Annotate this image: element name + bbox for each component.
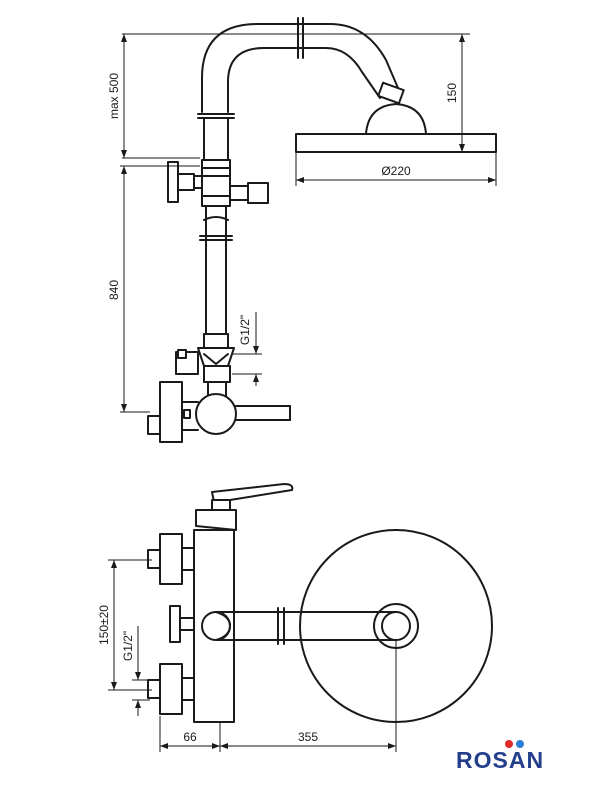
dim-center-distance: 150±20 bbox=[97, 559, 152, 691]
brand-logo: ROSAN bbox=[456, 740, 544, 773]
connection-valve bbox=[175, 347, 235, 397]
middle-knob bbox=[169, 605, 195, 643]
dim-max-height: max 500 bbox=[107, 33, 470, 159]
label-head-diameter: Ø220 bbox=[381, 164, 411, 178]
label-max-height: max 500 bbox=[107, 73, 121, 119]
dim-head-drop: 150 bbox=[440, 34, 496, 153]
mixer-body-side bbox=[147, 381, 291, 443]
dim-column-height: 840 bbox=[107, 165, 200, 413]
side-elevation-view: max 500 840 150 Ø220 bbox=[107, 17, 497, 443]
label-wall-offset: 66 bbox=[183, 730, 197, 744]
dim-thread-bottom: G1/2" bbox=[121, 626, 150, 716]
brand-name: ROSAN bbox=[456, 747, 544, 773]
riser-upper bbox=[197, 113, 235, 161]
label-arm-reach: 355 bbox=[298, 730, 318, 744]
label-head-drop: 150 bbox=[445, 83, 459, 103]
label-column-height: 840 bbox=[107, 280, 121, 300]
shower-head-side bbox=[295, 81, 497, 153]
dim-thread-top: G1/2" bbox=[232, 312, 262, 386]
lower-knob bbox=[147, 663, 195, 715]
label-center-distance: 150±20 bbox=[97, 605, 111, 645]
label-thread-bottom: G1/2" bbox=[121, 631, 135, 661]
logo-dot-blue bbox=[516, 740, 524, 748]
dim-head-diameter: Ø220 bbox=[295, 152, 497, 186]
dim-horizontal: 66 355 bbox=[159, 640, 397, 752]
label-thread-top: G1/2" bbox=[238, 315, 252, 345]
riser-pipe bbox=[199, 205, 233, 349]
shower-head-front bbox=[299, 529, 493, 723]
front-elevation-view: 150±20 G1/2" 66 355 bbox=[97, 483, 493, 752]
upper-knob bbox=[147, 533, 195, 585]
shower-arm bbox=[201, 17, 399, 113]
logo-dot-red bbox=[505, 740, 513, 748]
mixer-lever bbox=[195, 483, 294, 531]
diverter bbox=[167, 159, 269, 207]
